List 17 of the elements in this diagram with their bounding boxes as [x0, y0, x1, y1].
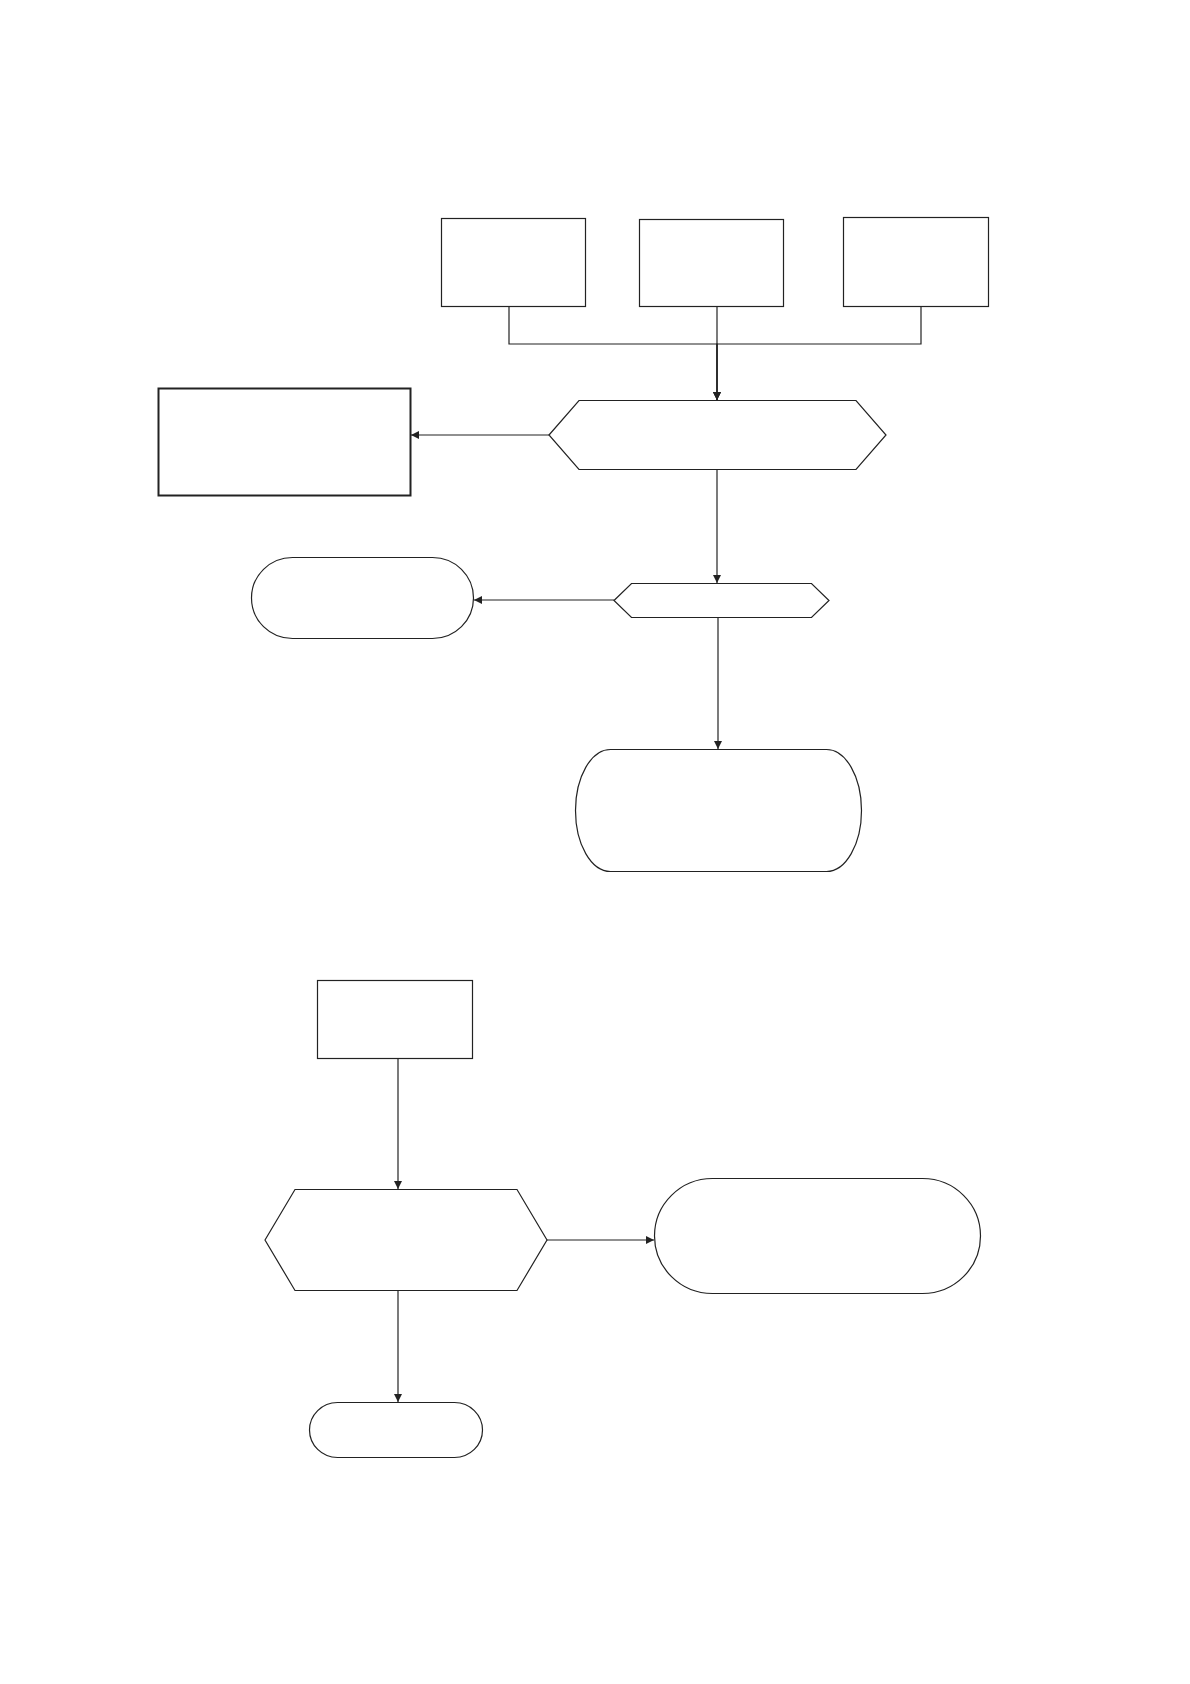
arrow [473, 596, 615, 604]
arrow [546, 1236, 655, 1244]
preparation-hexagon [614, 583, 829, 618]
arrow [394, 1290, 402, 1403]
arrow [394, 1058, 402, 1190]
terminal-shape [309, 1402, 483, 1458]
arrow [714, 617, 722, 750]
arrow [410, 431, 550, 439]
process-box [639, 219, 784, 307]
arrow [713, 469, 721, 584]
process-box [158, 388, 411, 496]
preparation-hexagon [265, 1189, 547, 1291]
arrow [713, 306, 922, 401]
process-box [317, 980, 473, 1059]
preparation-hexagon [549, 400, 886, 470]
process-box [843, 217, 989, 307]
process-box [441, 218, 586, 307]
